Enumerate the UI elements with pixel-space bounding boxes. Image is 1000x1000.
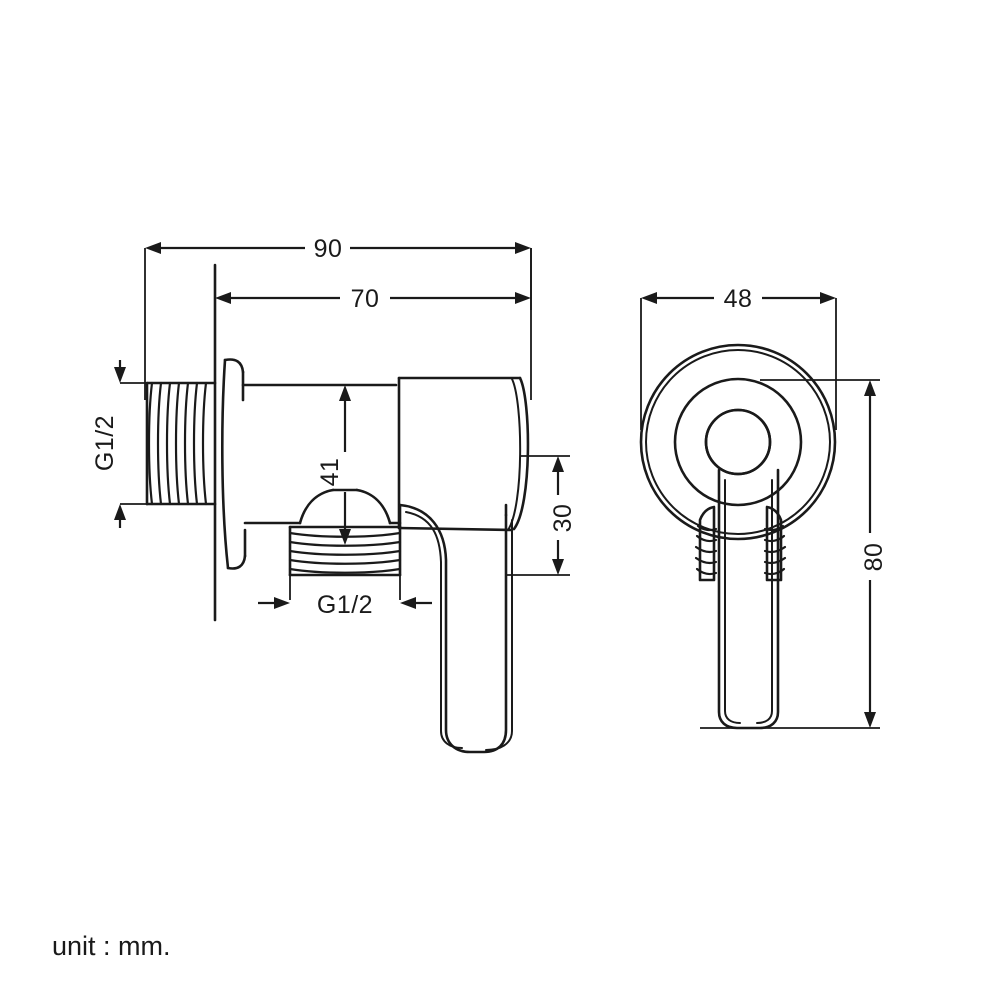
dimension-label-30: 30 <box>549 504 577 533</box>
dimension-label-80: 80 <box>860 543 888 572</box>
flange-outer-circle <box>639 343 837 541</box>
outlet-thread-front <box>694 505 787 582</box>
dimension-label-48: 48 <box>724 285 753 313</box>
flange-top-round <box>223 358 245 374</box>
valve-body <box>241 383 402 525</box>
lever-handle <box>398 503 513 754</box>
centre-bore-fill <box>708 412 768 472</box>
front-view-group: 48 <box>639 285 888 730</box>
dimension-48: 48 <box>641 285 836 313</box>
lever-inner-right <box>756 479 773 724</box>
dimension-41: 41 <box>316 385 351 545</box>
flange-outer-circle-inner <box>645 349 831 535</box>
dimension-label-41: 41 <box>316 458 344 487</box>
dimension-outlet-thread: G1/2 <box>258 575 432 619</box>
flange-bottom-round <box>226 554 247 570</box>
dimension-inlet-thread: G1/2 <box>91 360 147 528</box>
lever-inner-left <box>724 479 741 724</box>
dimension-80: 80 <box>860 380 888 728</box>
dimension-label-outlet-thread: G1/2 <box>317 591 373 619</box>
centre-bore-circle-redraw <box>704 408 772 476</box>
valve-cap-circle <box>673 377 803 507</box>
unit-note: unit : mm. <box>52 931 171 961</box>
dimension-label-70: 70 <box>351 285 380 313</box>
side-view-group: 90 70 <box>91 235 577 754</box>
dimension-label-inlet-thread: G1/2 <box>91 415 119 471</box>
dimension-90: 90 <box>145 235 531 263</box>
inlet-thread-nipple <box>145 381 217 506</box>
flange-outer-edge <box>221 358 230 570</box>
dimension-label-90: 90 <box>314 235 343 263</box>
dimension-70: 70 <box>215 285 531 313</box>
valve-cap <box>397 376 530 532</box>
dimension-30: 30 <box>506 455 577 576</box>
